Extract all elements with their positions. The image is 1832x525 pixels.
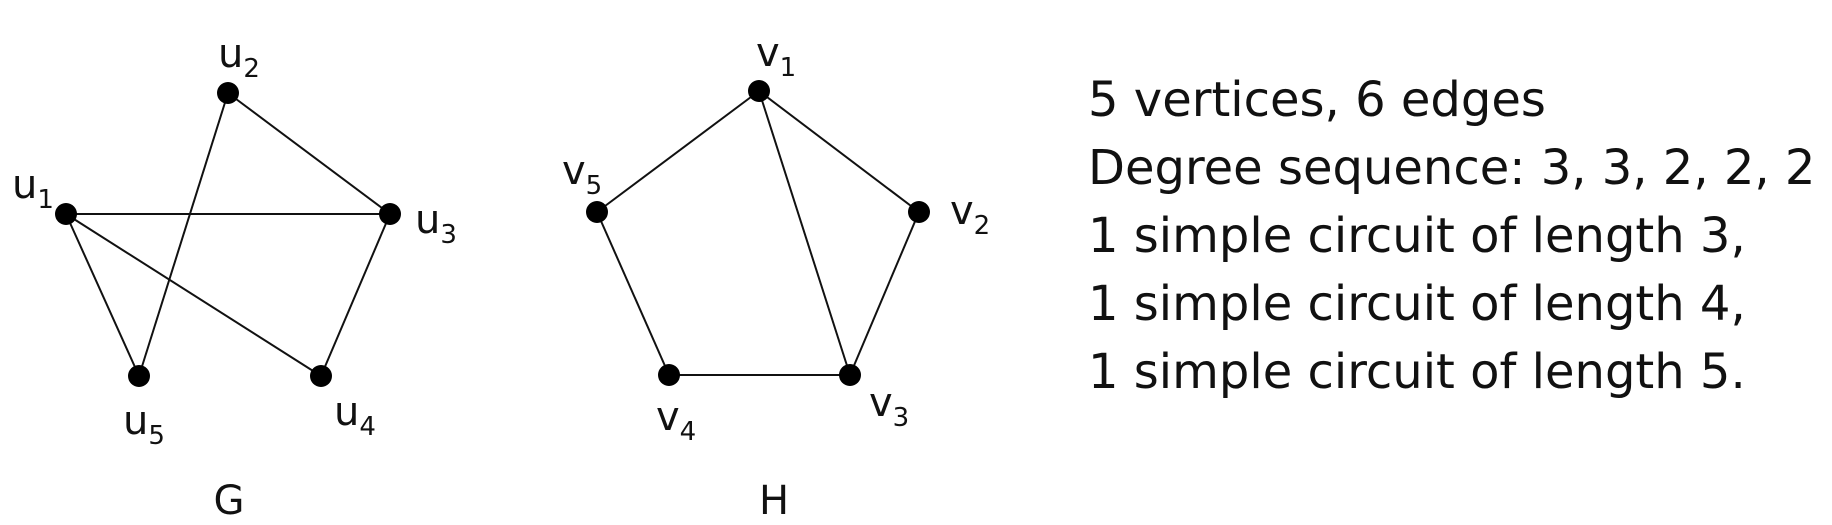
vertex-v2 — [908, 201, 930, 223]
edge-v1-v3 — [758, 90, 851, 376]
vertex-u3 — [379, 203, 401, 225]
graph-h-vertices — [586, 80, 930, 386]
vertex-label-v3: v3 — [869, 380, 909, 433]
graph-g-vertices — [55, 82, 401, 387]
graph-g-edges — [65, 92, 391, 377]
graph-diagram: u1 u2 u3 u4 u5 G v1 v2 v3 v4 v5 H — [12, 30, 990, 524]
edge-u3-u4 — [320, 213, 391, 377]
vertex-v3 — [839, 364, 861, 386]
graph-h: v1 v2 v3 v4 v5 H — [562, 30, 990, 524]
edge-v1-v2 — [758, 90, 920, 213]
vertex-label-u3: u3 — [415, 197, 457, 250]
fact-circuit-length-5: 1 simple circuit of length 5. — [1088, 344, 1746, 400]
vertex-label-u2: u2 — [218, 31, 260, 84]
edge-v4-v5 — [596, 211, 670, 376]
vertex-label-v1: v1 — [756, 30, 796, 83]
vertex-u2 — [217, 82, 239, 104]
vertex-label-u1: u1 — [12, 162, 54, 215]
vertex-u4 — [310, 365, 332, 387]
vertex-label-u4: u4 — [334, 389, 376, 442]
edge-v2-v3 — [849, 211, 920, 376]
edge-u1-u4 — [65, 213, 322, 377]
vertex-label-u5: u5 — [123, 398, 165, 451]
graph-g-vertex-labels: u1 u2 u3 u4 u5 — [12, 31, 457, 451]
fact-degree-sequence: Degree sequence: 3, 3, 2, 2, 2 — [1088, 140, 1816, 196]
vertex-v1 — [748, 80, 770, 102]
fact-circuit-length-4: 1 simple circuit of length 4, — [1088, 276, 1746, 332]
vertex-v5 — [586, 201, 608, 223]
edge-u2-u3 — [227, 92, 391, 215]
fact-vertices-edges: 5 vertices, 6 edges — [1088, 72, 1546, 128]
vertex-label-v5: v5 — [562, 148, 602, 201]
graph-g-title: G — [214, 478, 245, 524]
edge-u2-u5 — [138, 92, 229, 377]
vertex-label-v4: v4 — [656, 394, 696, 447]
edge-v1-v5 — [596, 90, 760, 213]
edge-u1-u5 — [65, 213, 140, 377]
vertex-u5 — [128, 365, 150, 387]
vertex-v4 — [658, 364, 680, 386]
graph-h-vertex-labels: v1 v2 v3 v4 v5 — [562, 30, 990, 447]
graph-g: u1 u2 u3 u4 u5 G — [12, 31, 457, 524]
fact-circuit-length-3: 1 simple circuit of length 3, — [1088, 208, 1746, 264]
graph-properties: 5 vertices, 6 edges Degree sequence: 3, … — [1088, 66, 1815, 406]
vertex-u1 — [55, 203, 77, 225]
graph-h-title: H — [759, 478, 789, 524]
graph-h-edges — [596, 90, 920, 376]
vertex-label-v2: v2 — [950, 188, 990, 241]
